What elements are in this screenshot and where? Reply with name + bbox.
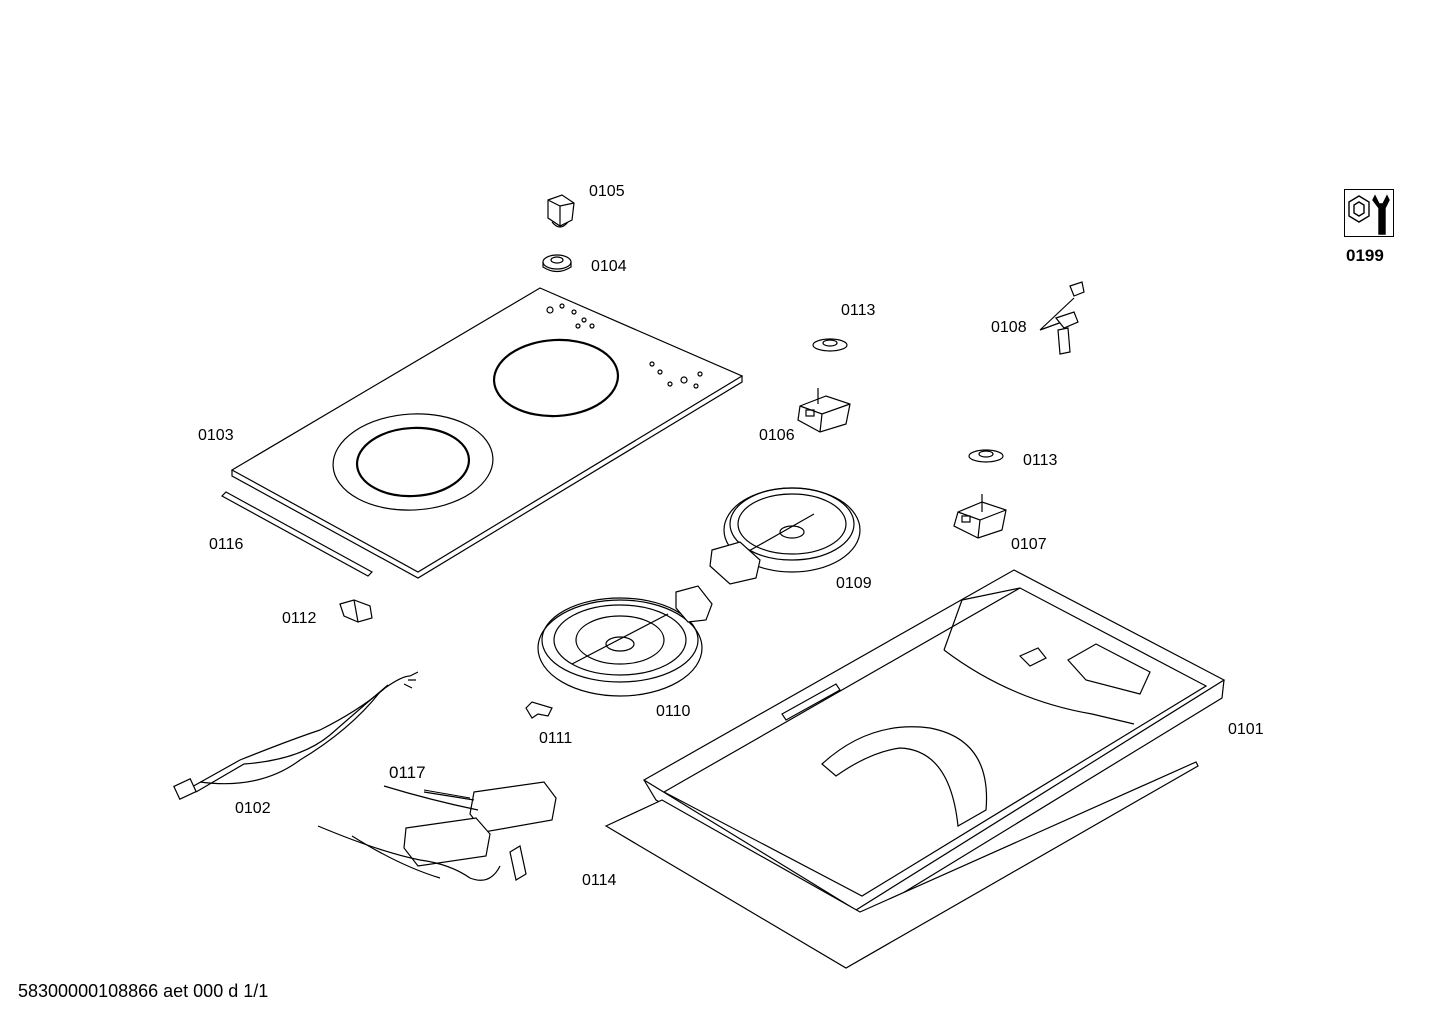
regulator-0107	[953, 494, 1007, 539]
heating-element-0109	[709, 487, 861, 585]
part-label-0116: 0116	[209, 536, 244, 553]
part-label-0108: 0108	[991, 319, 1027, 336]
seal-strip-0116	[221, 491, 373, 577]
clip-0112	[339, 599, 373, 623]
washer-0113-b	[968, 449, 1004, 463]
part-label-0110: 0110	[656, 703, 691, 720]
leader-lines	[423, 789, 471, 799]
clip-0111	[525, 701, 553, 719]
part-label-0104: 0104	[591, 258, 627, 275]
part-label-0103: 0103	[198, 427, 234, 444]
limiter-0108	[1039, 281, 1085, 355]
part-label-0111: 0111	[539, 730, 573, 747]
part-label-0106: 0106	[759, 427, 795, 444]
knob-0105	[547, 194, 575, 228]
part-label-0109: 0109	[836, 575, 872, 592]
part-label-0112: 0112	[282, 610, 317, 627]
knob-ring-0104	[542, 254, 572, 273]
base-plate-0114	[604, 761, 1199, 969]
part-label-0113-upper: 0113	[841, 302, 876, 319]
document-reference: 58300000108866 aet 000 d 1/1	[18, 981, 269, 1001]
part-label-0102: 0102	[235, 800, 271, 817]
washer-0113-a	[812, 338, 848, 352]
wrench-nut-icon	[1344, 189, 1394, 237]
part-label-0114: 0114	[582, 872, 617, 889]
power-cable-0102	[173, 671, 419, 800]
glass-top-0103	[230, 287, 744, 579]
heating-element-0110	[537, 585, 713, 697]
part-label-0117: 0117	[389, 763, 426, 782]
terminal-block-0117	[317, 781, 557, 881]
part-label-0101: 0101	[1228, 721, 1264, 738]
part-label-0105: 0105	[589, 183, 625, 200]
part-label-0113-lower: 0113	[1023, 452, 1058, 469]
regulator-0106	[797, 388, 851, 433]
part-label-0107: 0107	[1011, 536, 1047, 553]
part-label-0199: 0199	[1346, 246, 1384, 265]
